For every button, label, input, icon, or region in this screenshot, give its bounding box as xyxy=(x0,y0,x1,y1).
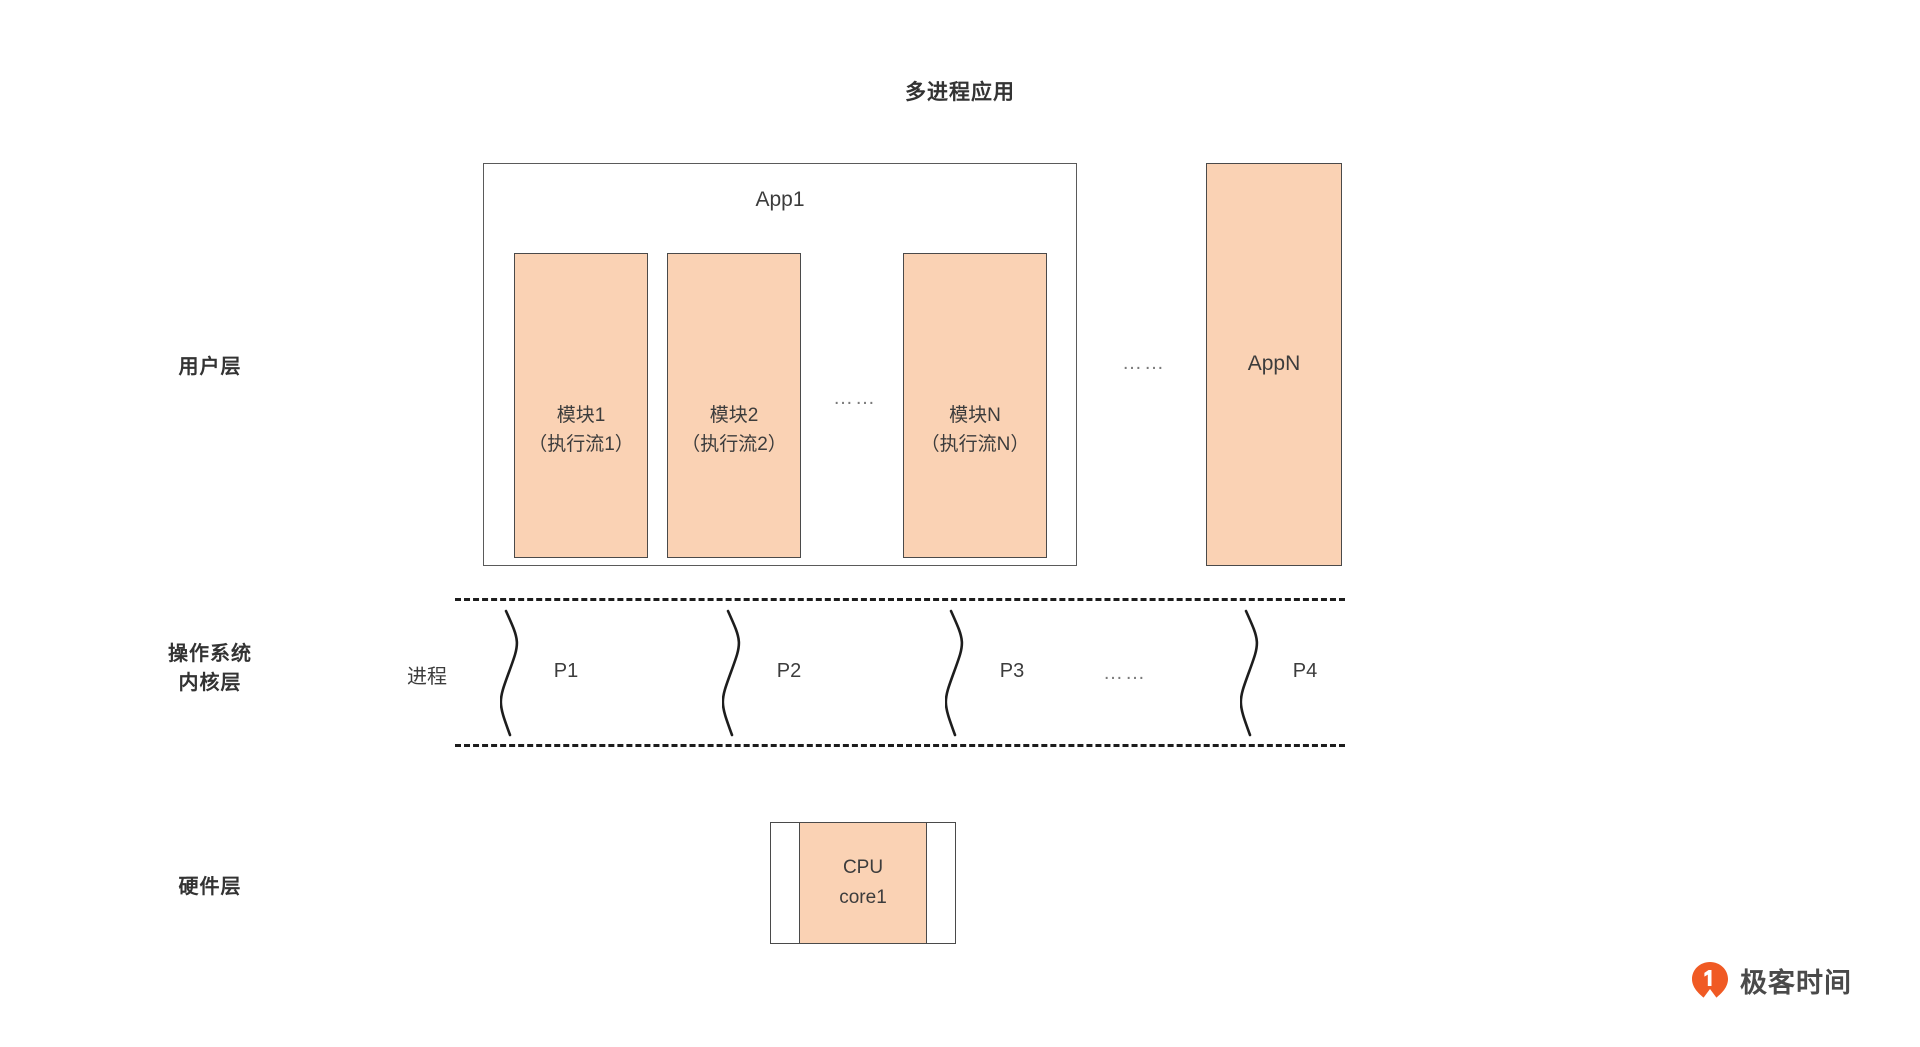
cpu-label-line1: CPU xyxy=(842,856,884,878)
process-label-p1: P1 xyxy=(553,660,579,682)
cpu-core-box: CPU core1 xyxy=(799,822,927,944)
process-brace-3 xyxy=(945,608,971,738)
module-box-1: 模块1 （执行流1） xyxy=(514,253,648,558)
watermark-text: 极客时间 xyxy=(1740,967,1852,998)
process-label-p2: P2 xyxy=(776,660,802,682)
module-box-n: 模块N （执行流N） xyxy=(903,253,1047,558)
layer-label-kernel-line1: 操作系统 xyxy=(168,643,252,665)
module-n-name: 模块N xyxy=(949,405,1001,426)
layer-label-hardware: 硬件层 xyxy=(178,876,242,898)
process-label-p4: P4 xyxy=(1292,660,1318,682)
process-label-p3: P3 xyxy=(999,660,1025,682)
process-brace-2 xyxy=(722,608,748,738)
watermark: 极客时间 xyxy=(1690,960,1852,1000)
apps-ellipsis: …… xyxy=(1122,352,1166,374)
modules-ellipsis: …… xyxy=(833,387,877,409)
module-1-flow: （执行流1） xyxy=(528,433,634,455)
module-2-name: 模块2 xyxy=(709,405,759,426)
module-2-flow: （执行流2） xyxy=(681,433,787,455)
process-brace-4 xyxy=(1240,608,1266,738)
appn-box: AppN xyxy=(1206,163,1342,566)
layer-label-kernel-line2: 内核层 xyxy=(178,672,242,694)
layer-label-kernel: 操作系统 内核层 xyxy=(90,640,330,698)
appn-title: AppN xyxy=(1247,352,1301,376)
processes-ellipsis: …… xyxy=(1103,662,1147,684)
module-n-flow: （执行流N） xyxy=(920,433,1030,455)
process-row-label: 进程 xyxy=(407,666,447,688)
process-brace-1 xyxy=(500,608,526,738)
kernel-band-top-divider xyxy=(455,598,1345,601)
module-box-2: 模块2 （执行流2） xyxy=(667,253,801,558)
page-title: 多进程应用 xyxy=(905,81,1015,104)
geektime-logo-icon xyxy=(1690,960,1730,1000)
cpu-label-line2: core1 xyxy=(839,887,887,908)
module-1-name: 模块1 xyxy=(556,405,606,426)
kernel-band-bottom-divider xyxy=(455,744,1345,747)
app1-title: App1 xyxy=(755,188,805,211)
layer-label-user: 用户层 xyxy=(178,356,242,378)
